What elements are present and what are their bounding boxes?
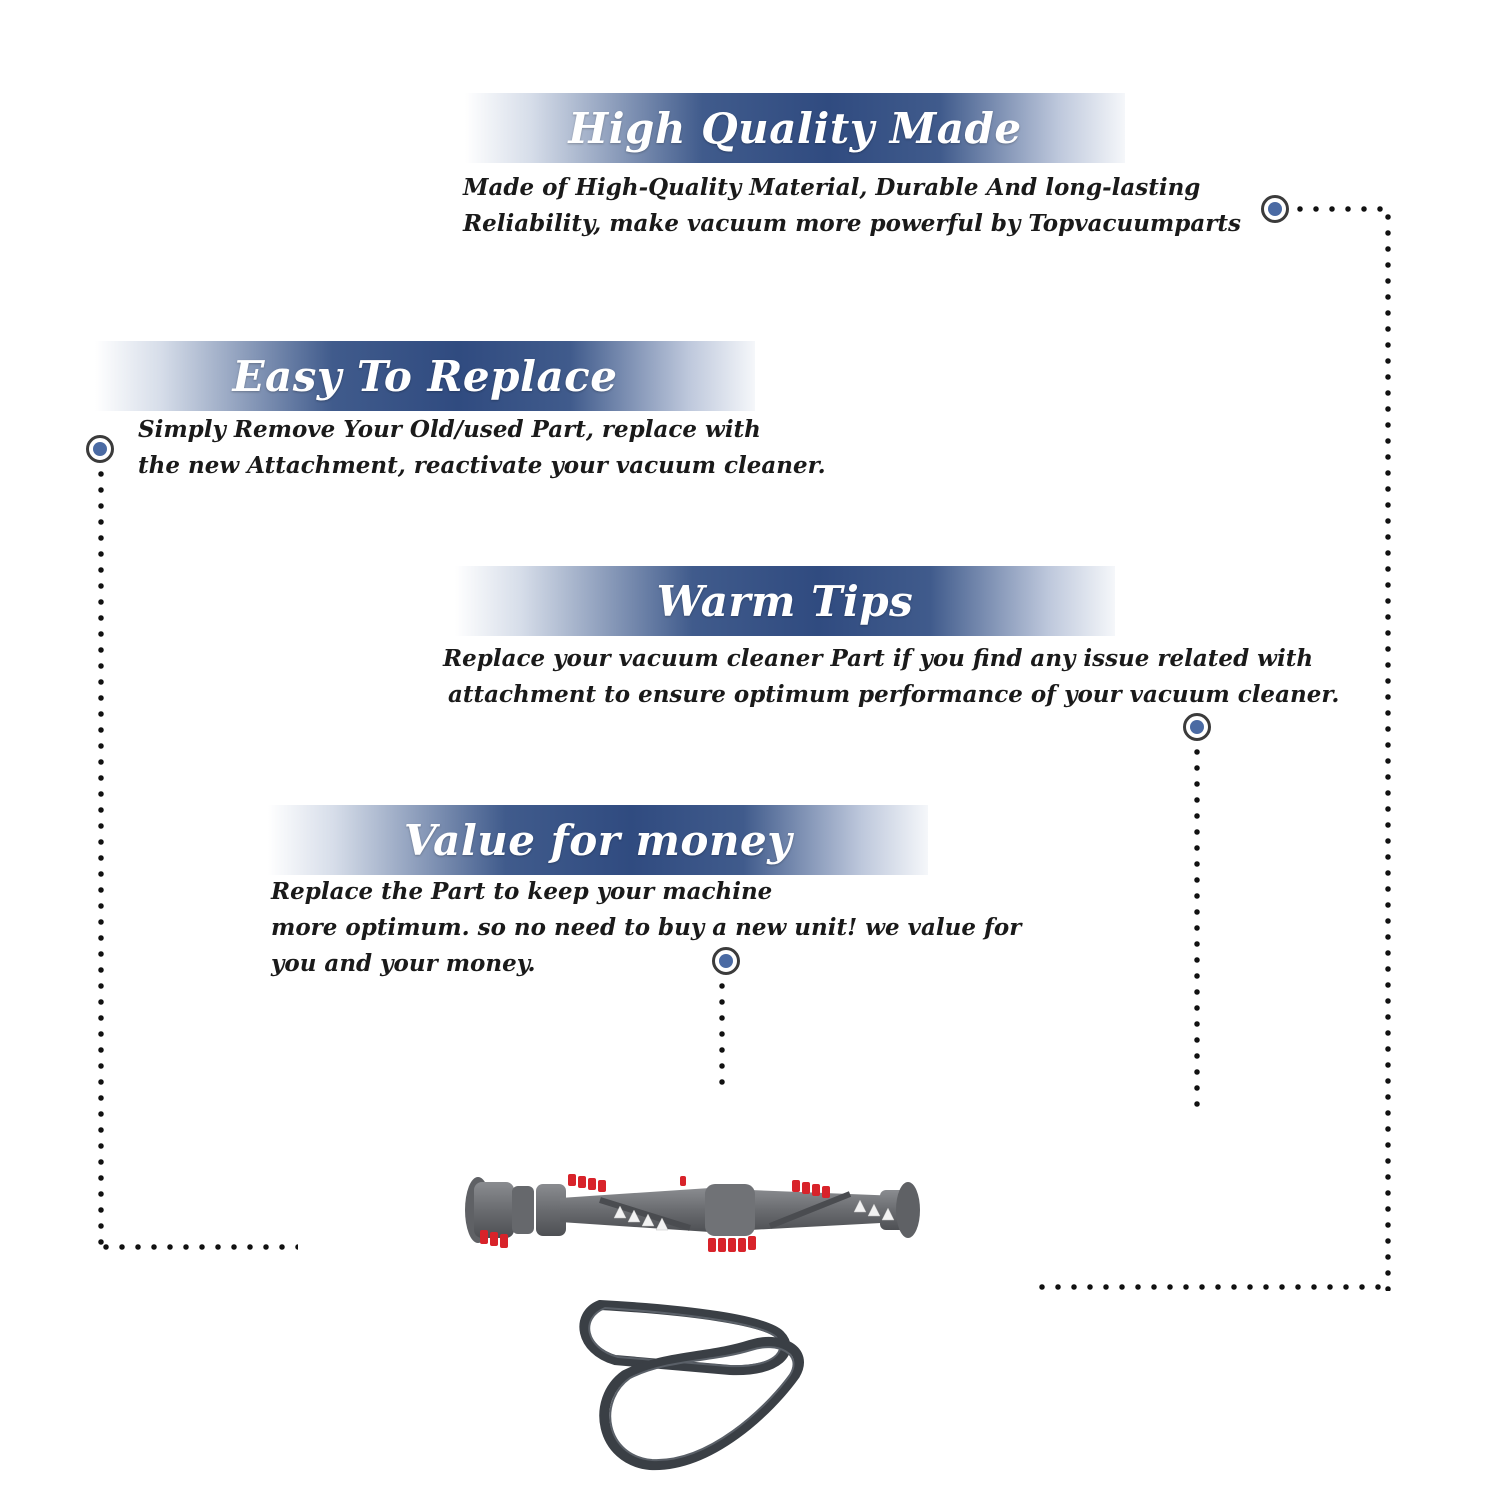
target-dot-icon (1183, 713, 1211, 741)
dotted-connector (1385, 209, 1391, 1291)
section-title: Value for money (403, 815, 793, 865)
section-description: Simply Remove Your Old/used Part, replac… (138, 412, 826, 484)
section-title: Warm Tips (656, 576, 914, 626)
section-title: Easy To Replace (232, 351, 618, 401)
dotted-connector (98, 1244, 298, 1250)
target-dot-icon (712, 947, 740, 975)
dotted-connector (719, 978, 725, 1092)
description-line: attachment to ensure optimum performance… (448, 681, 1340, 708)
section-description: Replace the Part to keep your machine mo… (271, 874, 1021, 982)
banner-easy-replace: Easy To Replace (95, 341, 755, 411)
banner-value-money: Value for money (268, 805, 928, 875)
target-dot-icon (1261, 195, 1289, 223)
banner-warm-tips: Warm Tips (455, 566, 1115, 636)
brush-roll-and-belts-image (465, 1174, 920, 1471)
description-line: Replace the Part to keep your machine (271, 878, 773, 905)
description-line: the new Attachment, reactivate your vacu… (138, 452, 826, 479)
dotted-connector (1034, 1284, 1390, 1290)
section-description: Replace your vacuum cleaner Part if you … (443, 641, 1339, 713)
dotted-connector (1194, 744, 1200, 1108)
description-line: Reliability, make vacuum more powerful b… (463, 210, 1241, 237)
banner-high-quality: High Quality Made (465, 93, 1125, 163)
description-line: Replace your vacuum cleaner Part if you … (443, 645, 1314, 672)
dotted-connector (98, 466, 104, 1250)
description-line: Simply Remove Your Old/used Part, replac… (138, 416, 761, 443)
section-description: Made of High-Quality Material, Durable A… (463, 170, 1241, 242)
description-line: Made of High-Quality Material, Durable A… (463, 174, 1201, 201)
section-title: High Quality Made (568, 103, 1022, 153)
dotted-connector (1292, 206, 1388, 212)
description-line: you and your money. (271, 950, 536, 977)
target-dot-icon (86, 435, 114, 463)
description-line: more optimum. so no need to buy a new un… (271, 914, 1022, 941)
